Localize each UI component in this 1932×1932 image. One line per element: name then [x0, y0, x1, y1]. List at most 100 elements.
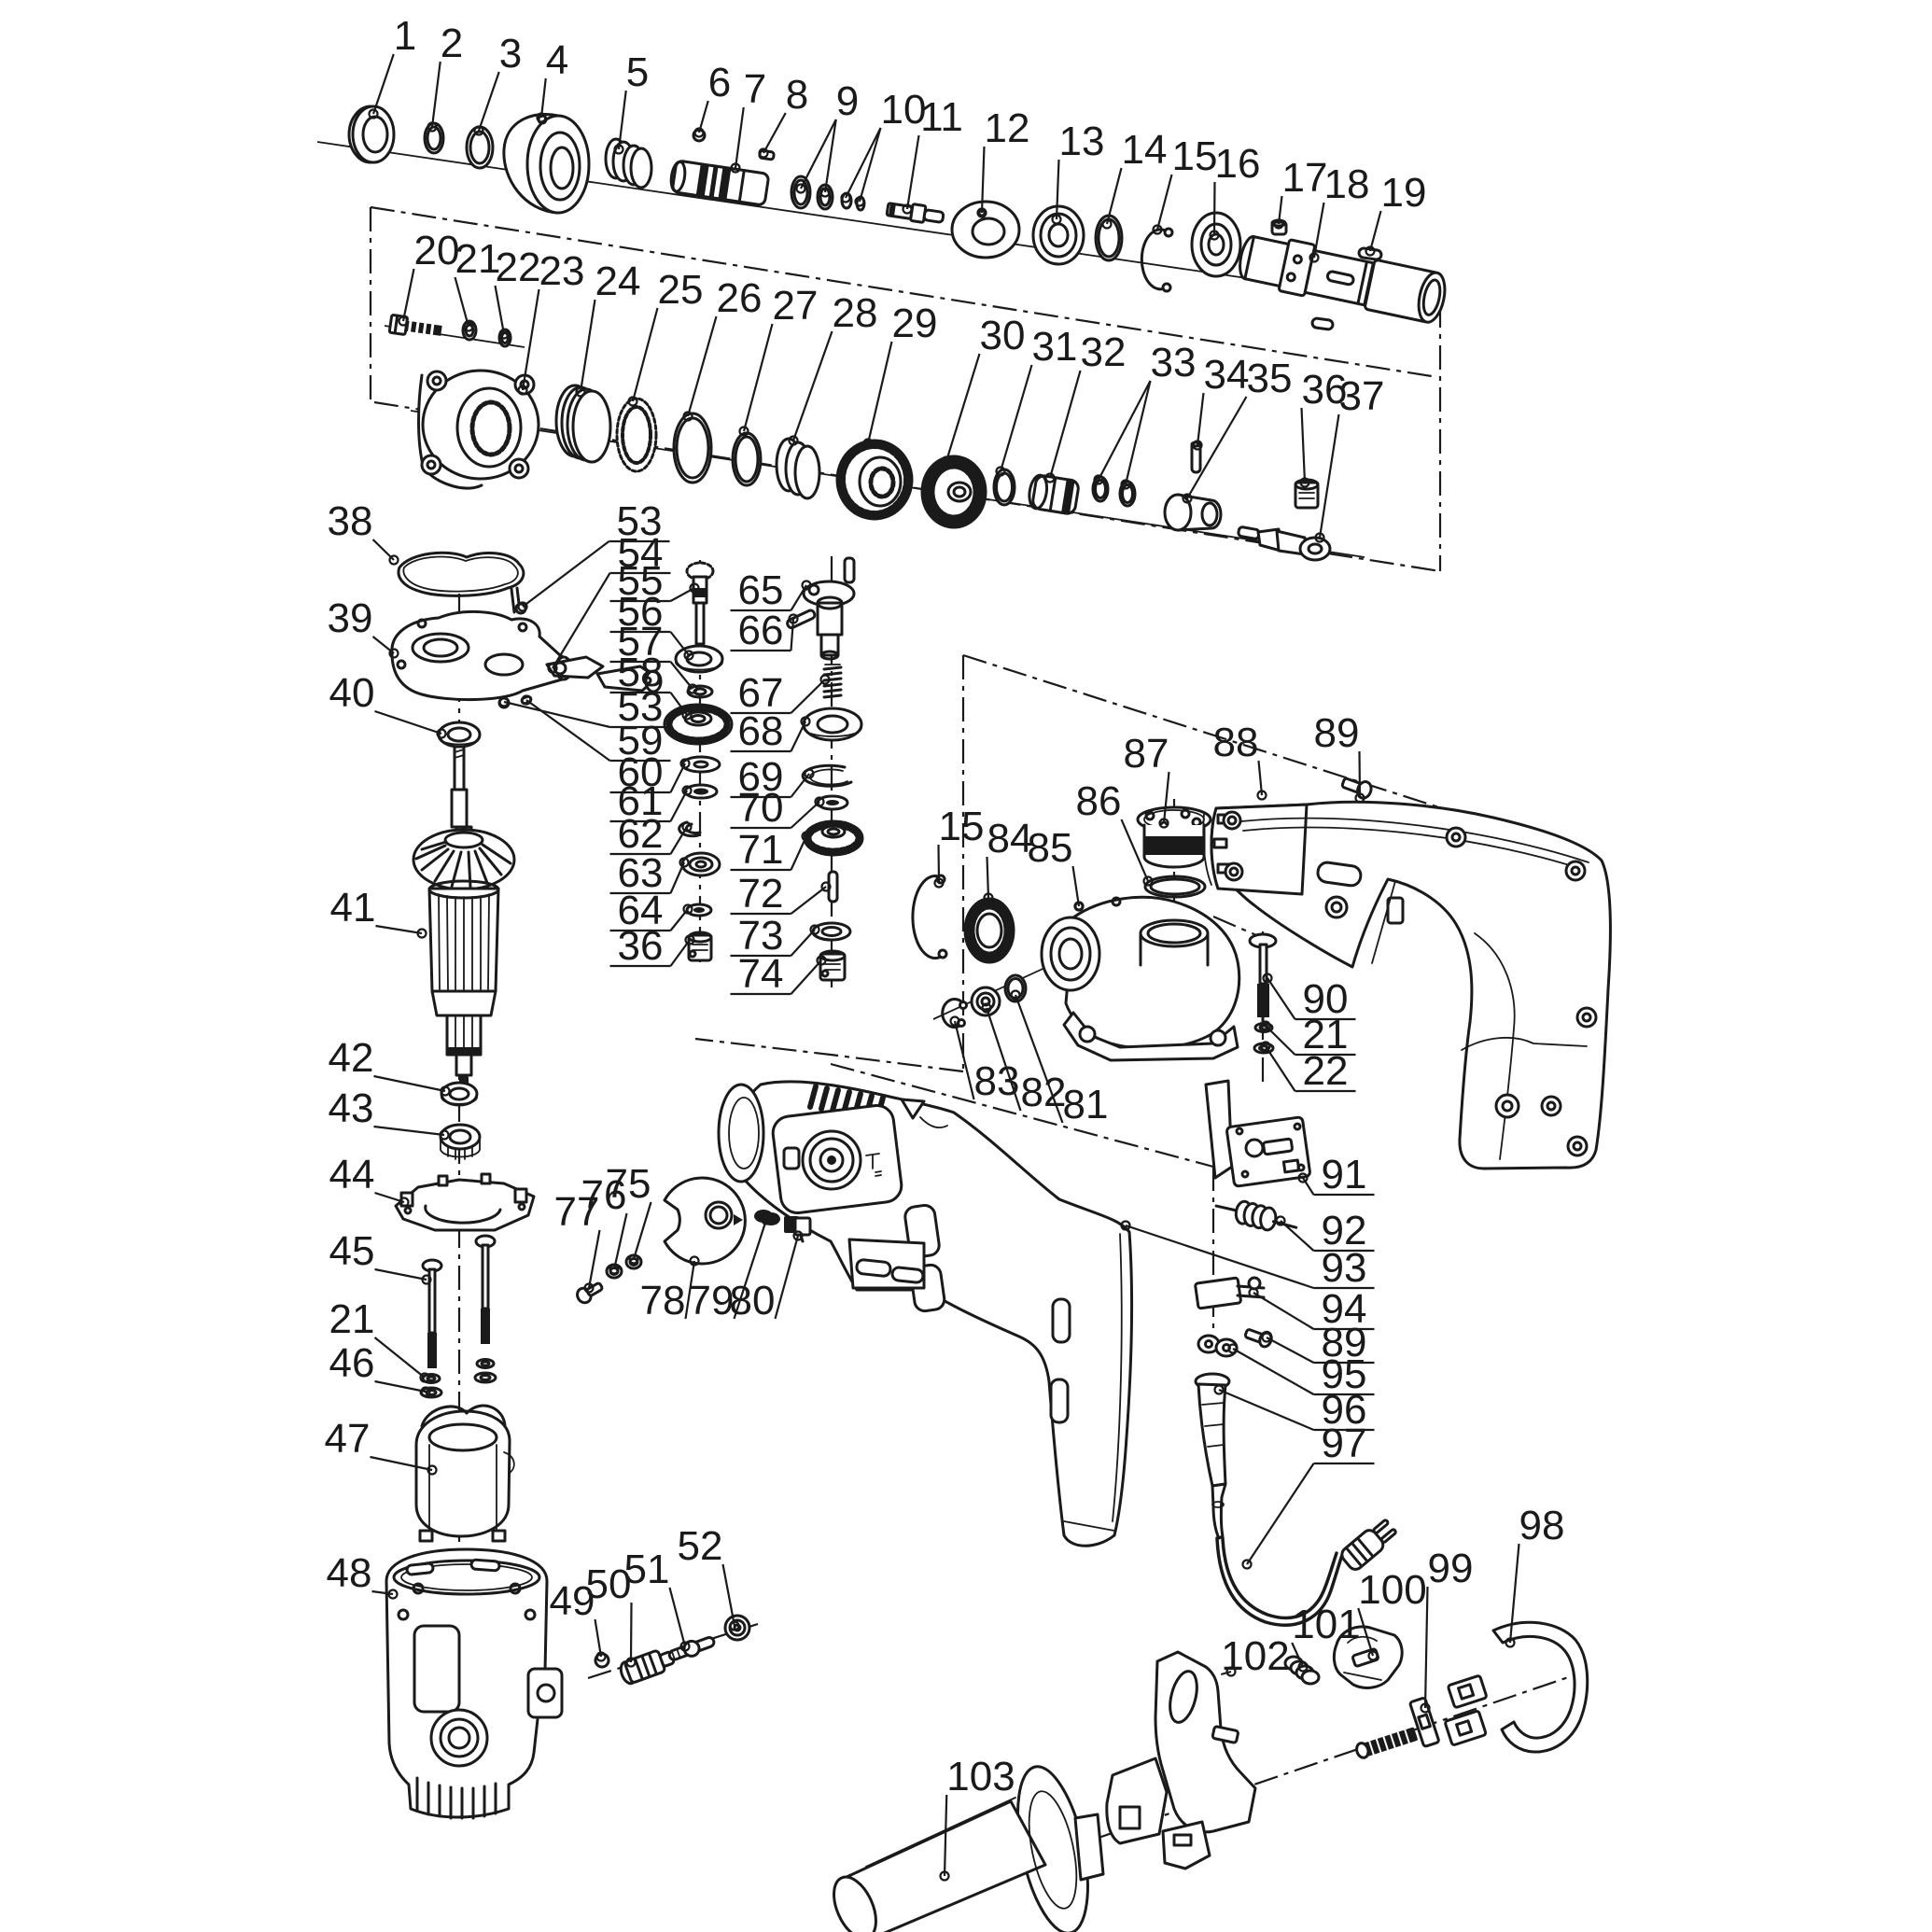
- part-number-text: 68: [738, 708, 784, 754]
- part-71-gear: [803, 819, 864, 857]
- part-label-69: 69: [730, 754, 815, 800]
- part-86-o-ring: [1143, 875, 1207, 899]
- part-label-22: 22: [494, 245, 540, 340]
- part-48-motor-housing: [385, 1547, 564, 1820]
- part-label-80: 80: [730, 1230, 804, 1323]
- part-54-lock-lever: [545, 655, 663, 693]
- part-number-text: 12: [985, 105, 1030, 151]
- part-67-spring: [822, 664, 843, 699]
- part-number-text: 73: [738, 913, 784, 959]
- part-87-piston: [1136, 805, 1212, 869]
- part-number-text: 22: [1303, 1048, 1349, 1094]
- part-number-text: 44: [329, 1152, 375, 1197]
- part-number-text: 92: [1322, 1208, 1367, 1253]
- part-label-36: 36: [609, 923, 695, 969]
- part-number-text: 84: [987, 816, 1033, 861]
- part-number-text: 53: [617, 498, 663, 544]
- part-number-text: 59: [618, 718, 664, 763]
- part-label-23: 23: [517, 248, 584, 396]
- part-12-ring-holder: [950, 200, 1021, 259]
- part-label-1: 1: [368, 13, 416, 119]
- body-top-clip: [900, 1098, 948, 1128]
- part-14-washer: [1094, 214, 1124, 262]
- part-label-38: 38: [328, 498, 399, 566]
- part-label-12: 12: [976, 105, 1030, 218]
- part-102-support-bracket: [1105, 1650, 1257, 1870]
- part-label-53: 53: [517, 498, 670, 612]
- part-number-text: 33: [1151, 340, 1197, 385]
- part-number-text: 38: [328, 498, 373, 544]
- part-number-text: 14: [1122, 127, 1168, 173]
- part-82-bearing: [970, 986, 1001, 1017]
- part-number-text: 5: [626, 49, 649, 95]
- part-number-text: 102: [1221, 1633, 1289, 1679]
- part-11-stepped-pin: [885, 202, 945, 224]
- part-number-text: 9: [836, 78, 859, 124]
- part-label-77: 77: [554, 1189, 601, 1294]
- part-label-14: 14: [1101, 127, 1168, 230]
- part-label-37: 37: [1314, 373, 1384, 543]
- part-number-text: 64: [618, 888, 664, 933]
- part-16-bearing: [1190, 211, 1242, 278]
- part-number-text: 47: [325, 1416, 371, 1462]
- part-number-text: 66: [738, 608, 784, 653]
- part-number-text: 20: [414, 228, 460, 273]
- part-label-92: 92: [1275, 1208, 1375, 1253]
- part-label-52: 52: [678, 1523, 740, 1631]
- part-label-79: 79: [689, 1214, 772, 1323]
- part-label-20: 20: [398, 228, 460, 327]
- part-label-55: 55: [609, 558, 700, 604]
- part-number-text: 11: [920, 94, 963, 140]
- part-label-88: 88: [1213, 720, 1267, 801]
- part-number-text: 39: [328, 595, 373, 641]
- part-92-spring: [1214, 1199, 1298, 1232]
- part-51-shaft: [667, 1636, 716, 1661]
- part-4-chuck-cover: [502, 113, 591, 215]
- part-number-text: 95: [1322, 1351, 1367, 1397]
- part-1-seal-ring: [347, 105, 396, 164]
- part-number-text: 63: [618, 850, 664, 896]
- part-39-gear-cover: [390, 610, 573, 702]
- part-label-48: 48: [327, 1550, 399, 1600]
- part-drawings-row1: [347, 105, 1447, 331]
- part-label-50: 50: [586, 1561, 637, 1668]
- part-label-19: 19: [1365, 170, 1426, 257]
- part-18-barrel-spindle: [1239, 235, 1447, 324]
- part-number-text: 36: [1302, 367, 1348, 413]
- part-number-text: 24: [595, 259, 641, 304]
- part-number-text: 103: [946, 1754, 1015, 1799]
- part-number-text: 58: [618, 650, 664, 695]
- part-66-pin: [786, 609, 817, 630]
- part-label-67: 67: [730, 670, 831, 716]
- part-label-54: 54: [547, 530, 671, 674]
- part-29-clutch-gear: [835, 439, 914, 521]
- part-50-pinion: [619, 1649, 676, 1686]
- part-label-15: 15: [1152, 133, 1217, 235]
- part-number-text: 76: [581, 1172, 627, 1218]
- part-7-sds-sleeve: [669, 160, 770, 206]
- part-label-28: 28: [788, 290, 877, 446]
- part-label-101: 101: [1291, 1602, 1361, 1673]
- part-label-58: 58: [609, 650, 693, 721]
- part-55-intermediate-shaft: [685, 561, 715, 646]
- part-number-text: 10: [881, 87, 927, 133]
- part-99-t-nut: [1408, 1697, 1440, 1748]
- part-label-70: 70: [730, 785, 825, 831]
- part-label-21: 21: [454, 236, 500, 332]
- part-label-68: 68: [730, 708, 811, 754]
- part-78-mode-knob: [663, 1176, 747, 1266]
- part-number-text: 79: [689, 1278, 735, 1323]
- part-label-41: 41: [330, 885, 427, 939]
- part-label-86: 86: [1076, 778, 1154, 887]
- part-38-gasket: [397, 551, 525, 614]
- barrel-key-pin: [1310, 316, 1335, 331]
- part-number-text: 69: [738, 754, 784, 800]
- part-number-text: 54: [618, 530, 664, 576]
- part-label-60: 60: [609, 749, 691, 795]
- part-31-o-ring: [992, 468, 1016, 507]
- part-88-housing-shell: [1202, 800, 1612, 1170]
- part-label-17: 17: [1273, 155, 1327, 230]
- part-13-bearing-seal: [1031, 204, 1085, 266]
- part-label-27: 27: [738, 283, 818, 437]
